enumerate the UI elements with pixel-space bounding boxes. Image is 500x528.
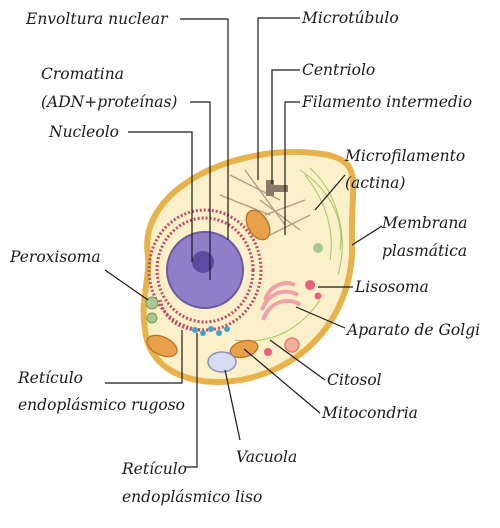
label-nucleolo: Nucleolo [49, 123, 119, 141]
golgi-apparatus [260, 281, 302, 321]
peroxisome [145, 296, 159, 310]
leader-mitocondria [243, 348, 321, 414]
leader-reticulo-liso [185, 333, 198, 468]
label-microfilamento-1: Microfilamento [345, 147, 466, 165]
label-membrana-2: plasmática [382, 242, 468, 260]
label-envoltura-nuclear: Envoltura nuclear [26, 10, 168, 28]
leader-envoltura [180, 18, 229, 240]
label-microfilamento-2: (actina) [345, 174, 406, 192]
leader-membrana [351, 225, 383, 246]
smooth-er [192, 326, 230, 336]
label-vacuola: Vacuola [236, 448, 298, 466]
label-reticulo-liso-1: Retículo [122, 460, 187, 478]
leader-lines [104, 17, 383, 468]
vesicle-green [313, 243, 323, 253]
label-cromatina-2: (ADN+proteínas) [41, 93, 178, 111]
lysosome-3 [264, 348, 272, 356]
label-aparato-golgi: Aparato de Golgi [347, 321, 481, 339]
label-reticulo-liso-2: endoplásmico liso [122, 488, 263, 506]
label-reticulo-rugoso-1: Retículo [18, 369, 83, 387]
vesicle [284, 337, 300, 353]
leader-microtubulo [257, 17, 300, 180]
leader-citosol [269, 339, 326, 381]
nucleolus [192, 251, 214, 273]
centriole-b [274, 185, 288, 192]
vacuole [207, 351, 237, 373]
label-centriolo: Centriolo [302, 61, 376, 79]
leader-peroxisoma [104, 269, 149, 301]
leader-reticulo-rugoso [105, 330, 183, 384]
leader-filamento [284, 101, 300, 235]
leader-vacuola [224, 369, 241, 441]
label-cromatina-1: Cromatina [41, 65, 124, 83]
lysosome [305, 280, 315, 290]
label-reticulo-rugoso-2: endoplásmico rugoso [18, 396, 186, 414]
leader-nucleolo [128, 131, 193, 262]
leader-microfilamento [314, 174, 346, 211]
label-lisosoma: Lisosoma [355, 278, 429, 296]
leader-centriolo [271, 69, 300, 184]
leader-cromatina [190, 101, 211, 280]
centriole-a [266, 180, 274, 196]
label-citosol: Citosol [327, 371, 382, 389]
label-peroxisoma: Peroxisoma [10, 248, 101, 266]
lysosome-2 [314, 292, 322, 300]
label-microtubulo: Microtúbulo [302, 9, 399, 27]
label-filamento-intermedio: Filamento intermedio [302, 93, 473, 111]
label-mitocondria: Mitocondria [322, 404, 418, 422]
peroxisome-2 [146, 312, 158, 324]
label-membrana-1: Membrana [382, 214, 468, 232]
leader-golgi [295, 306, 346, 329]
